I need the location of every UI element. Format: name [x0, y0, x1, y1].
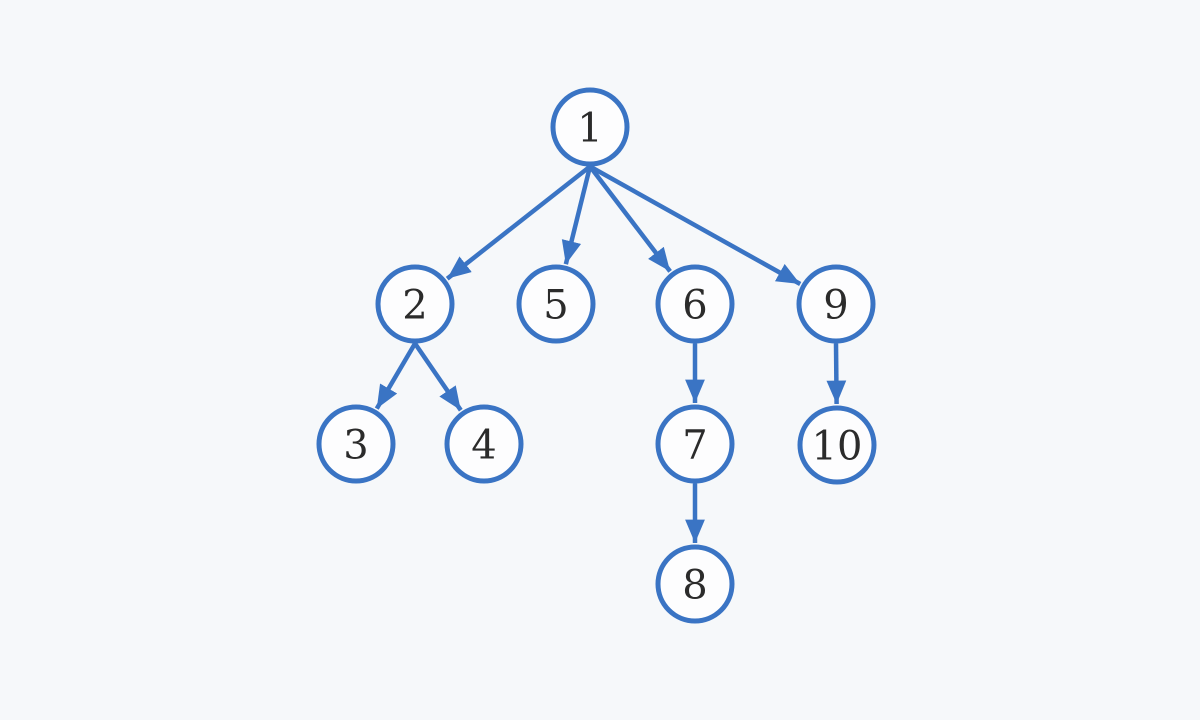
- node-circle: [655, 544, 735, 624]
- tree-edge-2-3: [374, 342, 417, 410]
- node-label: 9: [823, 283, 848, 329]
- tree-node-8: 8: [655, 544, 735, 624]
- tree-node-6: 6: [655, 264, 735, 344]
- tree-node-2: 2: [375, 264, 455, 344]
- node-circle: [655, 264, 735, 344]
- tree-edge-1-9: [588, 164, 802, 286]
- node-label: 10: [812, 424, 863, 470]
- node-circle: [797, 405, 877, 485]
- node-circle: [444, 404, 524, 484]
- node-circle: [375, 264, 455, 344]
- tree-node-9: 9: [796, 264, 876, 344]
- node-label: 8: [682, 563, 707, 609]
- tree-node-3: 3: [316, 404, 396, 484]
- node-circle: [316, 404, 396, 484]
- node-label: 5: [543, 283, 568, 329]
- tree-edge-2-4: [413, 342, 463, 412]
- node-label: 6: [682, 283, 707, 329]
- node-circle: [516, 264, 596, 344]
- node-circle: [796, 264, 876, 344]
- tree-edge-9-10: [826, 343, 847, 405]
- tree-edge-1-6: [588, 165, 672, 273]
- tree-node-10: 10: [797, 405, 877, 485]
- node-circle: [550, 87, 630, 167]
- tree-edge-1-2: [445, 164, 592, 281]
- tree-node-4: 4: [444, 404, 524, 484]
- node-circle: [655, 404, 735, 484]
- tree-node-5: 5: [516, 264, 596, 344]
- node-label: 2: [402, 283, 427, 329]
- tree-edge-1-5: [561, 165, 593, 265]
- node-label: 1: [577, 106, 602, 152]
- tree-node-1: 1: [550, 87, 630, 167]
- tree-node-7: 7: [655, 404, 735, 484]
- node-label: 7: [682, 423, 707, 469]
- node-label: 3: [343, 423, 368, 469]
- node-label: 4: [471, 423, 496, 469]
